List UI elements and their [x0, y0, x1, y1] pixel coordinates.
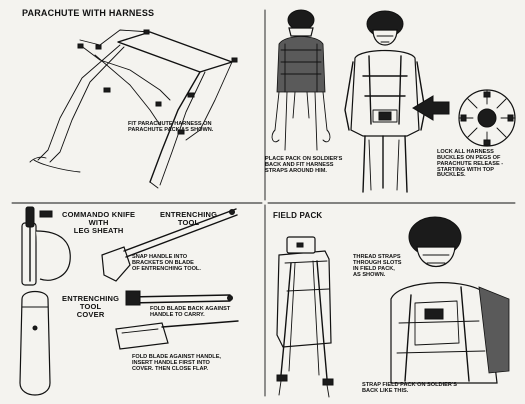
knife-title: COMMANDO KNIFE WITH LEG SHEATH [62, 210, 136, 235]
tool-title: ENTRENCHING TOOL [160, 210, 218, 227]
caption-fold-insert: FOLD BLADE AGAINST HANDLE, INSERT HANDLE… [132, 354, 221, 372]
caption-strap-pack: STRAP FIELD PACK ON SOLDIER'S BACK LIKE … [362, 382, 457, 394]
parachute-harness-panel: PARACHUTE WITH HARNESS FI [0, 0, 265, 200]
field-pack-illustration [276, 216, 510, 398]
caption-snap-handle: SNAP HANDLE INTO BRACKETS ON BLADE OF EN… [132, 254, 201, 272]
soldier-parachute-panel: PLACE PACK ON SOLDIER'S BACK AND FIT HAR… [265, 0, 525, 200]
caption-place-pack: PLACE PACK ON SOLDIER'S BACK AND FIT HAR… [265, 156, 343, 174]
caption-lock-buckles: LOCK ALL HARNESS BUCKLES ON PEGS OF PARA… [437, 149, 504, 179]
knife-tool-panel: COMMANDO KNIFE WITH LEG SHEATH ENTRENCHI… [0, 203, 265, 404]
caption-fold-back: FOLD BLADE BACK AGAINST HANDLE TO CARRY. [150, 306, 231, 318]
soldier-parachute-illustration [271, 9, 516, 193]
field-pack-panel: FIELD PACK THREAD STRAPS THROUGH [265, 203, 525, 404]
field-pack-title: FIELD PACK [273, 211, 323, 220]
cover-title: ENTRENCHING TOOL COVER [62, 294, 120, 319]
harness-illustration [29, 29, 238, 189]
parachute-title: PARACHUTE WITH HARNESS [22, 8, 155, 18]
caption-fit-harness: FIT PARACHUTE HARNESS ON PARACHUTE PACK … [128, 121, 214, 133]
caption-thread-straps: THREAD STRAPS THROUGH SLOTS IN FIELD PAC… [353, 254, 402, 278]
knife-tool-illustration [19, 206, 239, 396]
